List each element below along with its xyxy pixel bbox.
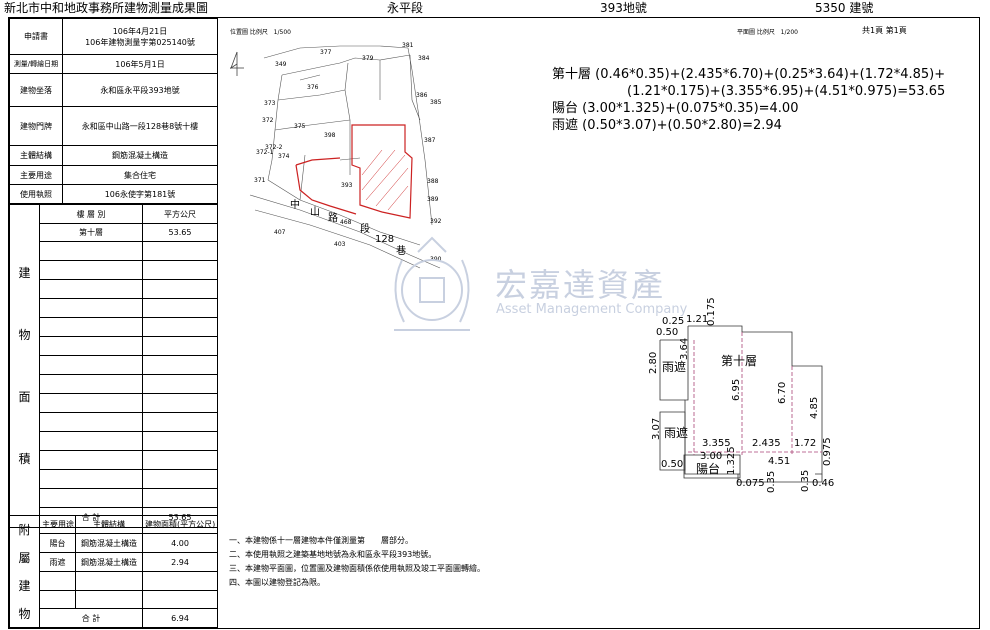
dim-4-51: 4.51	[768, 456, 791, 467]
parcel-381: 381	[402, 42, 414, 49]
dim-0-46: 0.46	[812, 478, 835, 489]
parcel-387: 387	[424, 137, 436, 144]
header: 新北市中和地政事務所建物測量成果圖 永平段 393地號 5350 建號	[0, 0, 990, 16]
page-count: 共1頁 第1頁	[862, 26, 907, 35]
dim-1-325: 1.325	[726, 446, 737, 475]
land-number: 393地號	[600, 1, 647, 15]
dim-6-95: 6.95	[731, 378, 742, 401]
dim-6-70: 6.70	[777, 381, 788, 404]
formula-line-1: 第十層 (0.46*0.35)+(2.435*6.70)+(0.25*3.64)…	[552, 67, 946, 82]
building-number: 5350 建號	[815, 1, 874, 15]
dim-1-72: 1.72	[794, 438, 817, 449]
note-1: 一、本建物係十一層建物本件僅測量第 層部分。	[229, 536, 413, 545]
dim-3-355: 3.355	[702, 438, 731, 449]
dim-0-35-a: 0.35	[766, 470, 777, 493]
parcel-372-1: 372-1	[256, 149, 274, 156]
note-3: 三、本建物平面圖，位置圖及建物面積係依使用執照及竣工平面圖轉繪。	[229, 564, 485, 573]
plan-label-balcony: 陽台	[696, 462, 721, 476]
watermark-company-en: Asset Management Company	[496, 302, 688, 317]
parcel-373: 373	[264, 100, 276, 107]
info-table: 申請書 106年4月21日 106年建物測量字第025140號 測量/轉繪日期 …	[9, 18, 218, 204]
annex-table: 附 屬 建 物 主要用途 主體結構 建物面積(平方公尺) 陽台 鋼筋混凝土構造 …	[9, 515, 218, 628]
road-char: 巷	[396, 246, 406, 257]
value-location: 永和區永平段393地號	[62, 73, 218, 107]
parcel-384: 384	[418, 55, 430, 62]
parcel-349: 349	[275, 61, 287, 68]
road-char: 中	[290, 200, 300, 211]
area-formula: 第十層 (0.46*0.35)+(2.435*6.70)+(0.25*3.64)…	[552, 66, 945, 134]
parcel-375: 375	[294, 123, 306, 130]
dim-1-21: 1.21	[686, 314, 709, 325]
plan-label-canopy-bottom: 雨遮	[664, 426, 689, 440]
plan-label-tenth-floor: 第十層	[721, 354, 758, 368]
value-permit: 106永使字第181號	[62, 184, 218, 204]
location-map-title: 位置圖 比例尺 1/500	[230, 29, 291, 36]
parcel-389: 389	[427, 196, 439, 203]
label-application: 申請書	[9, 18, 63, 55]
notes: 一、本建物係十一層建物本件僅測量第 層部分。 二、本使用執照之建築基地地號為永和…	[229, 534, 485, 590]
formula-line-3: 陽台 (3.00*1.325)+(0.075*0.35)=4.00	[552, 101, 799, 116]
dim-2-435: 2.435	[752, 438, 781, 449]
dim-3-07: 3.07	[651, 417, 662, 440]
dim-0-50-top: 0.50	[656, 327, 679, 338]
parcel-385: 385	[430, 99, 442, 106]
parcel-lines	[249, 45, 441, 269]
survey-sheet: 申請書 106年4月21日 106年建物測量字第025140號 測量/轉繪日期 …	[8, 17, 980, 629]
dim-2-80: 2.80	[648, 351, 659, 374]
parcel-371: 371	[254, 177, 266, 184]
label-permit: 使用執照	[9, 184, 63, 204]
road-char: 段	[360, 224, 370, 235]
road-char: 山	[310, 207, 320, 218]
label-address: 建物門牌	[9, 106, 63, 146]
plan-label-canopy-top: 雨遮	[662, 360, 687, 374]
road-char: 路	[328, 213, 338, 224]
parcel-388: 388	[427, 178, 439, 185]
label-location: 建物坐落	[9, 73, 63, 107]
parcel-379: 379	[362, 55, 374, 62]
dim-0-075: 0.075	[736, 478, 765, 489]
parcel-393: 393	[341, 182, 353, 189]
parcel-398: 398	[324, 132, 336, 139]
parcel-374: 374	[278, 153, 290, 160]
plan-title: 平面圖 比例尺 1/200	[737, 29, 798, 36]
parcel-376: 376	[307, 84, 319, 91]
formula-line-2: (1.21*0.175)+(3.355*6.95)+(4.51*0.975)=5…	[627, 84, 946, 99]
formula-line-4: 雨遮 (0.50*3.07)+(0.50*2.80)=2.94	[552, 118, 782, 133]
parcel-377: 377	[320, 49, 332, 56]
building-hatch	[361, 149, 409, 211]
dim-0-975: 0.975	[822, 437, 833, 466]
parcel-372: 372	[262, 117, 274, 124]
parcel-403: 403	[334, 241, 346, 248]
dim-3-00: 3.00	[700, 451, 723, 462]
dim-0-35-b: 0.35	[800, 469, 811, 492]
note-4: 四、本圖以建物登記為限。	[229, 578, 325, 587]
building-outline	[295, 124, 413, 219]
parcel-372-2: 372-2	[265, 144, 283, 151]
dim-3-64: 3.64	[679, 337, 690, 360]
north-arrow-icon	[230, 51, 244, 76]
parcel-468: 468	[340, 219, 352, 226]
watermark-company-cn: 宏嘉達資產	[495, 266, 666, 304]
office-title: 新北市中和地政事務所建物測量成果圖	[4, 1, 209, 15]
dim-0-25: 0.25	[662, 316, 685, 327]
area-side-label: 建 物 面 積	[9, 204, 40, 528]
annex-total-value: 6.94	[142, 608, 218, 628]
parcel-392: 392	[430, 218, 442, 225]
annex-side-label: 附 屬 建 物	[9, 515, 40, 628]
dim-4-85: 4.85	[809, 396, 820, 419]
dim-0-50-bottom: 0.50	[661, 459, 684, 470]
note-2: 二、本使用執照之建築基地地號為永和區永平段393地號。	[229, 550, 437, 559]
parcel-386: 386	[416, 92, 428, 99]
parcel-407: 407	[274, 229, 286, 236]
road-char: 128	[375, 234, 395, 245]
section-name: 永平段	[387, 1, 424, 15]
dim-0-175: 0.175	[706, 297, 717, 326]
